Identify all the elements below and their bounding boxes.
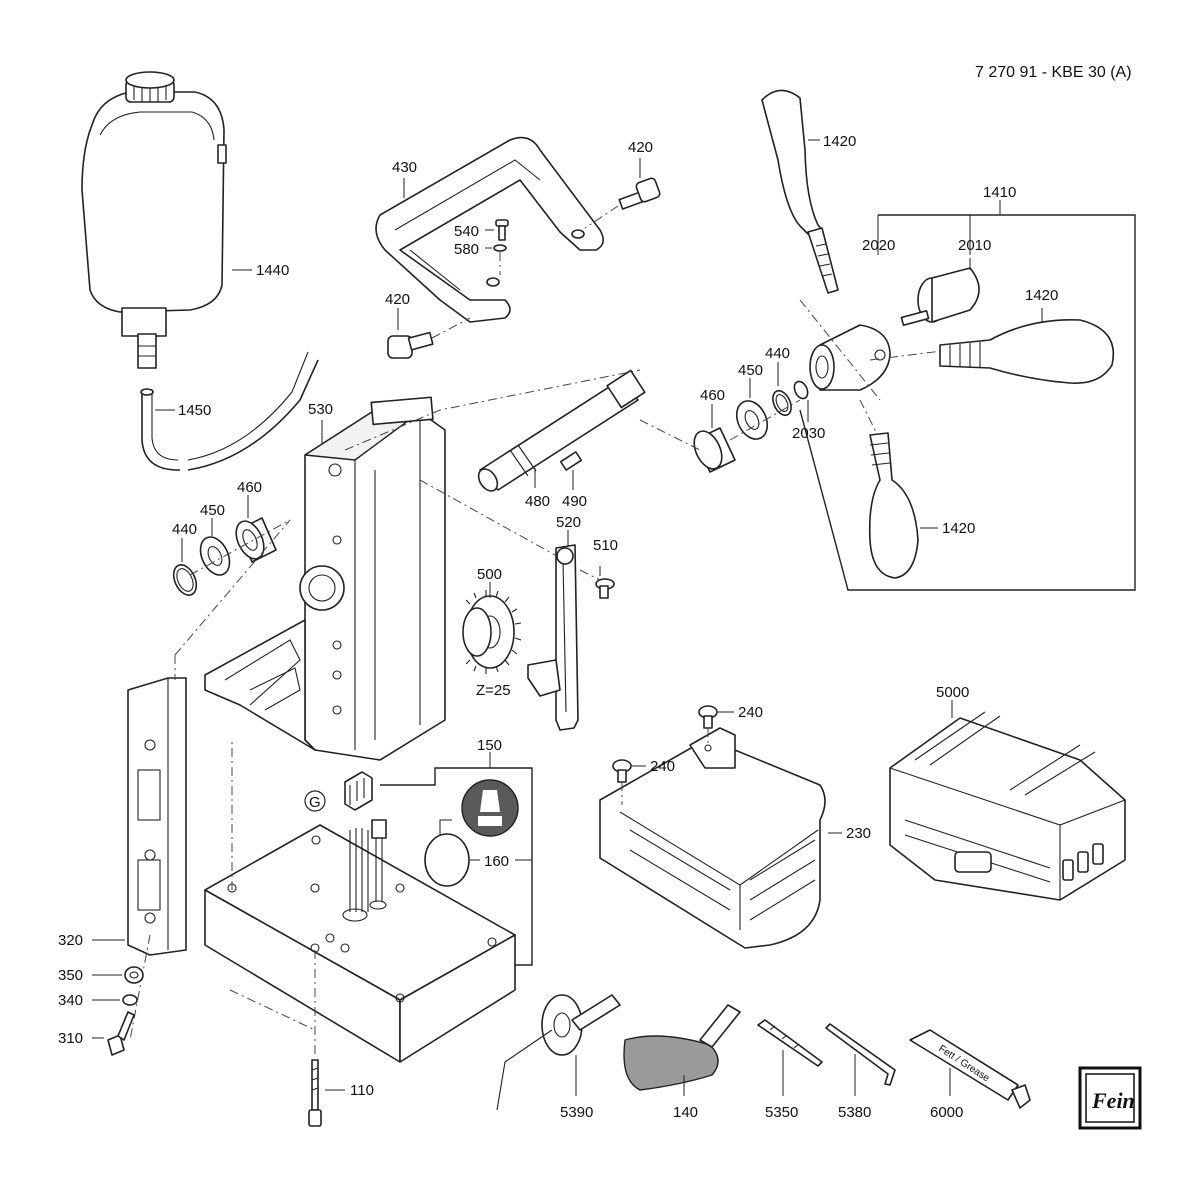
bushing-460-left [235, 495, 277, 563]
nut-350 [92, 966, 144, 984]
bushing-460-right [693, 404, 736, 473]
screw-420-mid [387, 308, 471, 359]
label-5000: 5000 [936, 684, 969, 701]
washer-340 [92, 994, 138, 1006]
knob-2010 [900, 258, 980, 327]
drill-column-530 [204, 396, 446, 761]
connector-plug [344, 771, 373, 811]
strap-140 [623, 1004, 741, 1096]
depth-rack-520 [527, 530, 579, 731]
label-240-top: 240 [738, 704, 763, 721]
ring-2030 [793, 380, 809, 422]
label-340: 340 [58, 992, 83, 1009]
gear-teeth-note: Z=25 [476, 682, 511, 699]
ground-symbol: G [304, 790, 326, 812]
label-1450: 1450 [178, 402, 211, 419]
label-500: 500 [477, 566, 502, 583]
ring-440-left [172, 538, 198, 596]
pin-5350 [757, 1019, 823, 1096]
label-2020: 2020 [862, 237, 895, 254]
coolant-tank-1440 [81, 71, 252, 369]
label-490: 490 [562, 493, 587, 510]
label-1410: 1410 [983, 184, 1016, 201]
document-title: 7 270 91 - KBE 30 (A) [975, 64, 1132, 81]
label-disc-160 [424, 833, 532, 887]
grease-tube-6000: Fett / Grease [909, 1029, 1031, 1109]
label-1420-bottom: 1420 [942, 520, 975, 537]
label-150: 150 [477, 737, 502, 754]
label-580: 580 [454, 241, 479, 258]
label-140: 140 [673, 1104, 698, 1121]
brand-logo-text: Fein [1091, 1088, 1135, 1113]
hex-key-5380 [825, 1023, 896, 1096]
label-160: 160 [484, 853, 509, 870]
carry-handle-430 [375, 136, 604, 323]
label-230: 230 [846, 825, 871, 842]
key-490 [559, 451, 583, 490]
spoke-handle-1420-top [761, 89, 839, 294]
label-460-left: 460 [237, 479, 262, 496]
label-5380: 5380 [838, 1104, 871, 1121]
ground-letter: G [309, 794, 321, 811]
washer-580 [485, 244, 507, 275]
label-5390: 5390 [560, 1104, 593, 1121]
label-310: 310 [58, 1030, 83, 1047]
screw-540 [485, 219, 509, 241]
magnetic-base [204, 819, 516, 1063]
side-plate-320 [92, 677, 187, 956]
label-420-top: 420 [628, 139, 653, 156]
label-440-left: 440 [172, 521, 197, 538]
label-510: 510 [593, 537, 618, 554]
bolt-110 [308, 1059, 345, 1127]
label-240-left: 240 [650, 758, 675, 775]
screw-240-top [698, 705, 734, 729]
info-sticker [439, 779, 519, 840]
label-460-right: 460 [700, 387, 725, 404]
screw-310 [92, 1011, 135, 1056]
gear-500 [462, 582, 522, 674]
label-450-right: 450 [738, 362, 763, 379]
label-5350: 5350 [765, 1104, 798, 1121]
screw-420-top [584, 158, 661, 229]
label-430: 430 [392, 159, 417, 176]
label-440-right: 440 [765, 345, 790, 362]
label-110: 110 [350, 1082, 374, 1099]
label-350: 350 [58, 967, 83, 984]
pinion-shaft-480 [477, 369, 646, 492]
spoke-handle-1420-bottom [868, 432, 938, 579]
hose-1450 [140, 351, 319, 471]
label-540: 540 [454, 223, 479, 240]
label-1420-right: 1420 [1025, 287, 1058, 304]
label-1440: 1440 [256, 262, 289, 279]
bracket-1410 [799, 200, 1136, 591]
control-module-box-150 [380, 752, 533, 966]
label-480: 480 [525, 493, 550, 510]
ejector-5390 [496, 994, 621, 1111]
screw-240-left [612, 759, 646, 783]
label-520: 520 [556, 514, 581, 531]
label-2010: 2010 [958, 237, 991, 254]
washer-450-left [199, 518, 231, 576]
label-320: 320 [58, 932, 83, 949]
screw-510 [595, 566, 615, 599]
label-2030: 2030 [792, 425, 825, 442]
fein-logo: Fein [1078, 1066, 1142, 1130]
ring-440-right [772, 362, 792, 417]
label-450-left: 450 [200, 502, 225, 519]
label-530: 530 [308, 401, 333, 418]
carry-case-5000 [889, 700, 1126, 901]
label-6000: 6000 [930, 1104, 963, 1121]
label-420-mid: 420 [385, 291, 410, 308]
label-1420-top: 1420 [823, 133, 856, 150]
washer-450-right [735, 378, 769, 440]
chip-guard-230 [599, 727, 842, 949]
hub-2020 [809, 324, 891, 391]
spoke-handle-1420-right [939, 308, 1114, 384]
